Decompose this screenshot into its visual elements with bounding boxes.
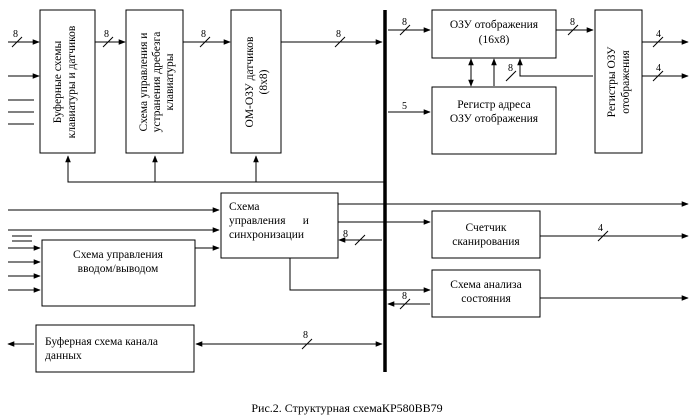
block-control-sync: Схема управления и синхронизации bbox=[220, 192, 339, 259]
debounce-line-2: устранения дребезга bbox=[151, 32, 163, 133]
width-label-scan-out: 4 bbox=[598, 223, 603, 234]
width-label-debounce-ram: 8 bbox=[201, 29, 206, 40]
debounce-line-1: Схема управления и bbox=[138, 33, 150, 132]
debounce-line-3: клавиатуры bbox=[164, 53, 176, 110]
scan-counter-line-1: Счетчик bbox=[466, 222, 507, 234]
control-sync-line-3: синхронизации bbox=[229, 229, 304, 241]
block-scan-counter: Счетчик сканирования bbox=[431, 210, 541, 259]
width-label-out-b: 4 bbox=[656, 63, 661, 74]
io-control-line-2: вводом/выводом bbox=[78, 263, 159, 275]
data-buffer-line-1: Буферная схема канала bbox=[45, 336, 158, 348]
width-label-bus-state: 8 bbox=[402, 291, 407, 302]
io-control-line-1: Схема управления bbox=[73, 249, 164, 261]
control-sync-line-2: управления и bbox=[229, 215, 309, 227]
output-registers-line-2: отображения bbox=[620, 50, 632, 114]
block-state-analysis: Схема анализа состояния bbox=[431, 269, 541, 318]
display-ram-line-2: (16x8) bbox=[479, 34, 510, 46]
block-io-control: Схема управления вводом/выводом bbox=[41, 239, 196, 307]
data-buffer-line-2: данных bbox=[45, 350, 82, 362]
figure-caption: Рис.2. Структурная схемаКР580ВВ79 bbox=[251, 401, 442, 415]
keyboard-buffer-line-1: Буферные схемы bbox=[52, 40, 64, 123]
bus-feedback-line bbox=[65, 155, 385, 183]
width-label-bus-control: 8 bbox=[343, 229, 348, 240]
keyboard-buffer-line-2: клавиатуры и датчиков bbox=[66, 25, 78, 138]
sensor-ram-line-2: (8x8) bbox=[258, 69, 270, 94]
width-label-ram-bus: 8 bbox=[336, 29, 341, 40]
width-label-display-ram-feedback: 8 bbox=[508, 63, 513, 74]
address-register-line-1: Регистр адреса bbox=[457, 99, 531, 111]
width-label-bus-addr-reg: 5 bbox=[402, 101, 407, 112]
connections bbox=[7, 27, 689, 347]
address-register-line-2: ОЗУ отображения bbox=[450, 113, 539, 125]
state-analysis-line-1: Схема анализа bbox=[450, 279, 521, 291]
state-analysis-line-2: состояния bbox=[461, 293, 511, 305]
block-display-ram: ОЗУ отображения (16x8) bbox=[431, 9, 557, 59]
display-ram-line-1: ОЗУ отображения bbox=[450, 19, 539, 31]
block-keyboard-buffer: Буферные схемы клавиатуры и датчиков bbox=[39, 9, 96, 154]
control-to-state-analysis bbox=[289, 258, 431, 293]
block-data-buffer: Буферная схема канала данных bbox=[35, 324, 195, 373]
block-debounce: Схема управления и устранения дребезга к… bbox=[125, 9, 184, 154]
width-ticks bbox=[11, 24, 664, 350]
sensor-ram-line-1: ОМ-ОЗУ датчиков bbox=[244, 36, 256, 128]
width-label-display-ram-regs: 8 bbox=[570, 17, 575, 28]
regs-feedback-line bbox=[517, 58, 593, 77]
width-label-in-buffer: 8 bbox=[13, 29, 18, 40]
control-sync-line-1: Схема bbox=[229, 201, 260, 213]
width-label-bus-display-ram: 8 bbox=[402, 17, 407, 28]
width-label-out-a: 4 bbox=[656, 29, 661, 40]
width-label-data-bus: 8 bbox=[303, 330, 308, 341]
output-registers-line-1: Регистры ОЗУ bbox=[606, 46, 618, 118]
bus-width-labels: 8 8 8 8 8 8 8 5 4 4 8 4 8 8 bbox=[13, 17, 661, 341]
block-sensor-ram: ОМ-ОЗУ датчиков (8x8) bbox=[230, 9, 282, 154]
scan-counter-line-2: сканирования bbox=[452, 236, 520, 248]
width-label-buffer-debounce: 8 bbox=[104, 29, 109, 40]
block-address-register: Регистр адреса ОЗУ отображения bbox=[431, 86, 557, 155]
block-output-registers: Регистры ОЗУ отображения bbox=[594, 9, 643, 154]
